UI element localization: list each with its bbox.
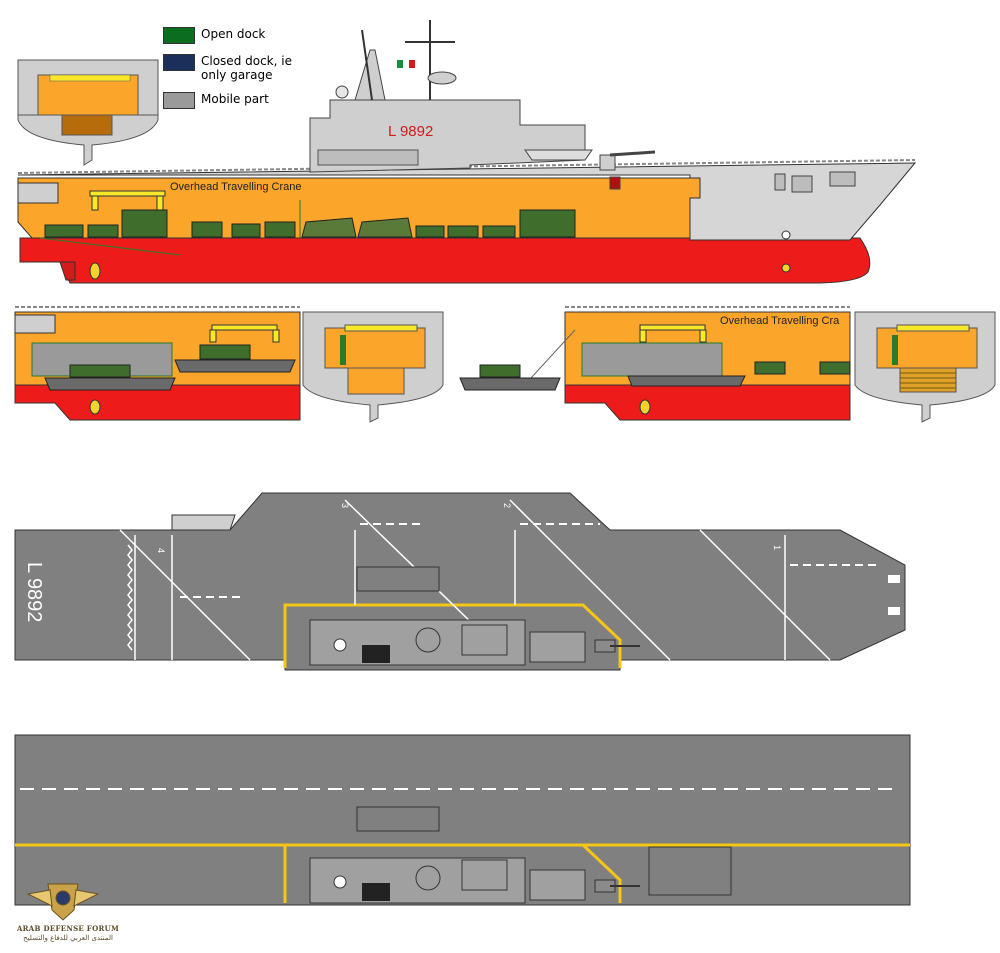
- watermark-subtitle: المنتدى العربي للدفاع والتسليح: [23, 934, 113, 942]
- legend-label: Closed dock, ie only garage: [201, 54, 292, 82]
- open-dock-swatch: [163, 27, 195, 44]
- legend-item-open-dock: Open dock: [163, 27, 301, 44]
- forum-logo-icon: [26, 883, 100, 921]
- cross-section-top: [17, 59, 159, 166]
- cross-section-mid-left: [302, 311, 444, 423]
- closed-dock-swatch: [163, 54, 195, 71]
- hull-number-side: L 9892: [388, 123, 433, 140]
- forum-watermark: ARAB DEFENSE FORUM المنتدى العربي للدفاع…: [8, 880, 119, 946]
- flight-deck-plan: [14, 492, 906, 671]
- legend-label: Mobile part: [201, 92, 269, 106]
- legend-item-mobile-part: Mobile part: [163, 92, 301, 109]
- hull-number-deck: L 9892: [23, 562, 45, 622]
- mobile-part-swatch: [163, 92, 195, 109]
- ship-profile-dock-left: [14, 306, 301, 421]
- ship-profile-dock-right: [459, 306, 851, 421]
- legend-label: Open dock: [201, 27, 266, 41]
- legend-item-closed-dock: Closed dock, ie only garage: [163, 54, 301, 82]
- deck-spot-3: 3: [340, 503, 350, 508]
- deck-spot-2: 2: [502, 503, 512, 508]
- deck-spot-1: 1: [772, 545, 782, 550]
- ship-profile-main: [17, 20, 917, 284]
- hangar-deck-plan: [14, 734, 911, 906]
- legend: Open dock Closed dock, ie only garage Mo…: [163, 27, 301, 119]
- cross-section-mid-right: [854, 311, 996, 423]
- crane-label-main: Overhead Travelling Crane: [170, 181, 301, 193]
- deck-spot-4: 4: [156, 548, 166, 553]
- crane-label-right: Overhead Travelling Cra: [720, 315, 840, 327]
- watermark-title: ARAB DEFENSE FORUM: [16, 924, 120, 933]
